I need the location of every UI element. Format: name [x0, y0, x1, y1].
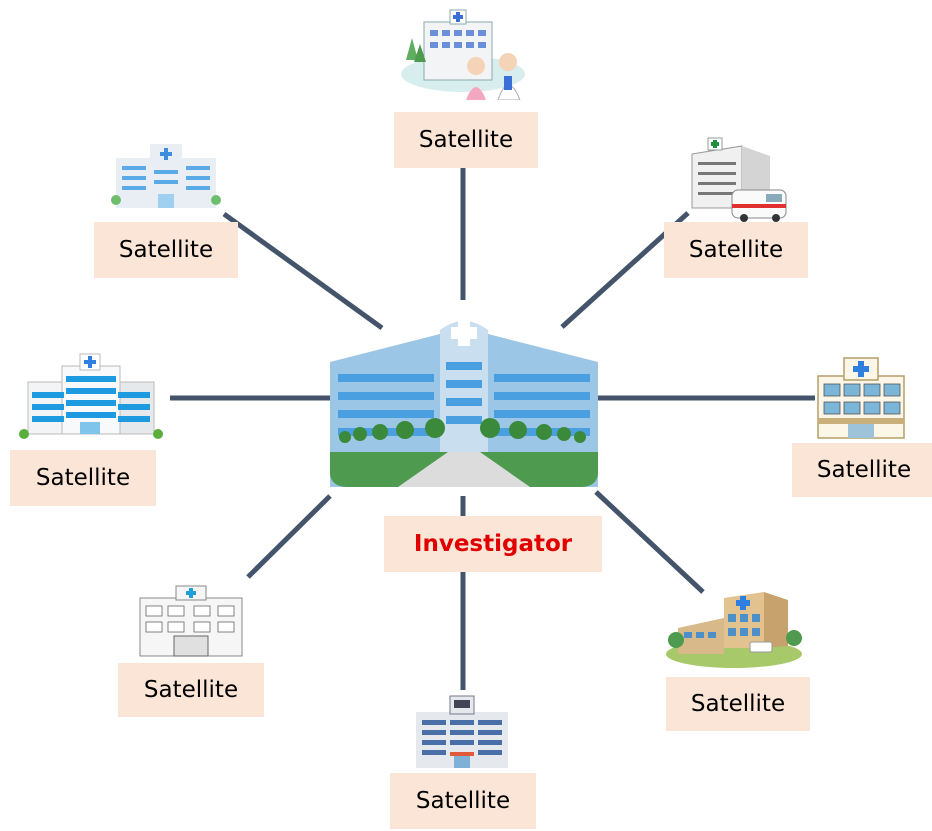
- satellite-label-right: Satellite: [792, 443, 932, 497]
- satellite-label-left: Satellite: [10, 450, 156, 506]
- satellite-hospital-top-left-icon: [111, 144, 221, 208]
- satellite-hospital-bottom-left-icon: [139, 585, 243, 657]
- investigator-hospital-icon: [330, 320, 598, 487]
- satellite-hospital-bottom-icon: [416, 695, 508, 768]
- satellite-label-top-left: Satellite: [94, 222, 238, 278]
- satellite-hospital-bottom-right-icon: [666, 592, 802, 668]
- connector-bottom-right: [594, 490, 705, 594]
- satellite-hospital-top-icon: [401, 9, 525, 100]
- satellite-label-top: Satellite: [394, 112, 538, 168]
- connector-bottom-left: [246, 494, 332, 579]
- satellite-hospital-left-icon: [19, 353, 163, 439]
- satellite-hospital-right-icon: [817, 357, 905, 439]
- satellite-label-top-right: Satellite: [664, 222, 808, 278]
- investigator-label: Investigator: [384, 516, 602, 572]
- satellite-label-bottom: Satellite: [390, 773, 536, 829]
- satellite-label-bottom-left: Satellite: [118, 663, 264, 717]
- connector-top-left: [222, 211, 384, 331]
- satellite-hospital-top-right-icon: [691, 137, 787, 222]
- satellite-label-bottom-right: Satellite: [666, 677, 810, 731]
